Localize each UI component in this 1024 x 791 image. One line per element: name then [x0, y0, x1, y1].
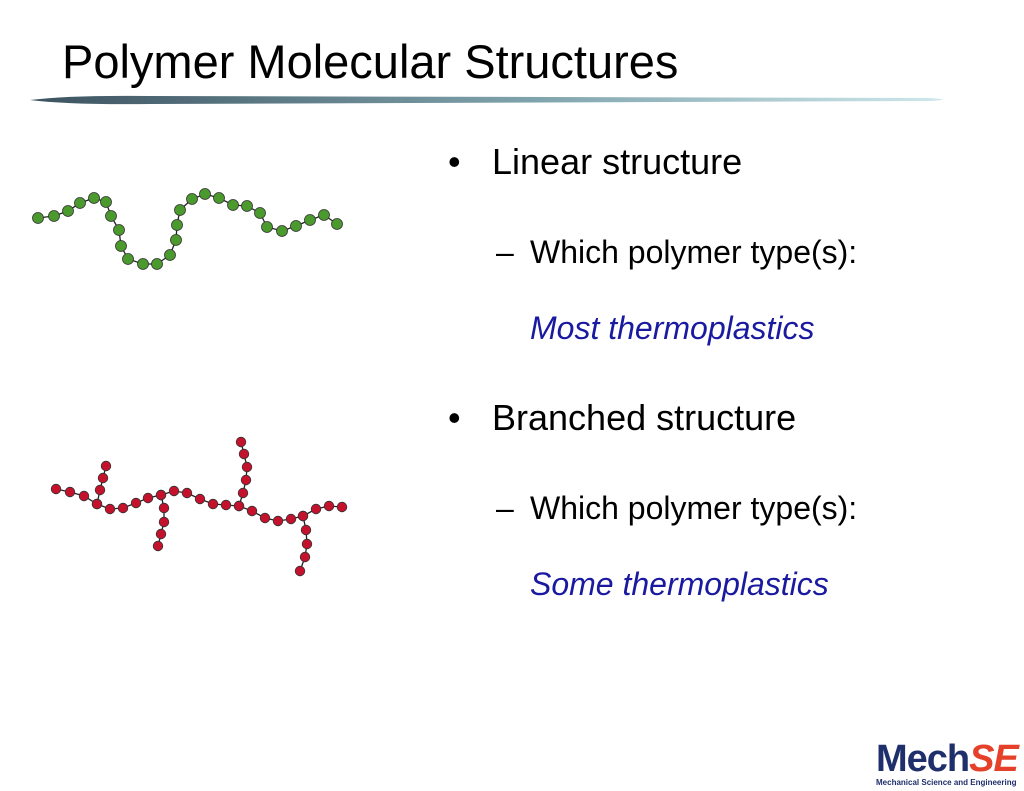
- monomer-bead: [318, 209, 330, 221]
- monomer-bead: [272, 515, 284, 527]
- monomer-bead: [241, 461, 253, 473]
- question-branched: Which polymer type(s):: [530, 490, 858, 526]
- monomer-bead: [186, 193, 198, 205]
- bullet-branched: • Branched structure: [448, 396, 796, 440]
- slide-title: Polymer Molecular Structures: [62, 35, 679, 88]
- monomer-bead: [158, 502, 170, 514]
- monomer-bead: [336, 501, 348, 513]
- monomer-bead: [207, 498, 219, 510]
- monomer-bead: [323, 500, 335, 512]
- monomer-bead: [62, 205, 74, 217]
- monomer-bead: [100, 460, 112, 472]
- monomer-bead: [115, 240, 127, 252]
- monomer-bead: [304, 214, 316, 226]
- subbullet-branched: – Which polymer type(s):: [496, 488, 857, 528]
- sub-dash: –: [496, 490, 514, 526]
- monomer-bead: [285, 513, 297, 525]
- monomer-bead: [152, 540, 164, 552]
- monomer-bead: [233, 500, 245, 512]
- monomer-bead: [297, 510, 309, 522]
- monomer-bead: [91, 498, 103, 510]
- monomer-bead: [64, 486, 76, 498]
- monomer-bead: [259, 512, 271, 524]
- monomer-bead: [88, 192, 100, 204]
- logo-subtitle: Mechanical Science and Engineering: [876, 778, 1017, 787]
- monomer-bead: [238, 448, 250, 460]
- polymer-diagrams: [32, 188, 348, 577]
- branched-polymer-chain: [50, 436, 348, 577]
- monomer-bead: [155, 489, 167, 501]
- monomer-bead: [174, 204, 186, 216]
- monomer-bead: [74, 197, 86, 209]
- bullet-dot: •: [448, 397, 461, 438]
- monomer-bead: [117, 502, 129, 514]
- monomer-bead: [122, 253, 134, 265]
- answer-linear: Most thermoplastics: [530, 310, 815, 346]
- monomer-bead: [254, 207, 266, 219]
- monomer-bead: [294, 565, 306, 577]
- monomer-bead: [261, 221, 273, 233]
- monomer-bead: [246, 505, 258, 517]
- monomer-bead: [94, 484, 106, 496]
- monomer-bead: [151, 258, 163, 270]
- monomer-bead: [290, 220, 302, 232]
- logo-mech-text: Mech: [876, 738, 970, 780]
- monomer-bead: [213, 192, 225, 204]
- monomer-bead: [168, 485, 180, 497]
- subbullet-linear: – Which polymer type(s):: [496, 232, 857, 272]
- answer-branched: Some thermoplastics: [530, 566, 829, 602]
- monomer-bead: [164, 249, 176, 261]
- monomer-bead: [300, 524, 312, 536]
- linear-polymer-chain: [32, 188, 343, 270]
- monomer-bead: [237, 487, 249, 499]
- monomer-bead: [299, 551, 311, 563]
- monomer-bead: [100, 196, 112, 208]
- chain-bond: [37, 193, 338, 265]
- monomer-bead: [194, 493, 206, 505]
- sub-dash: –: [496, 234, 514, 270]
- bullet-heading-branched: Branched structure: [492, 397, 797, 438]
- monomer-bead: [105, 210, 117, 222]
- monomer-bead: [158, 516, 170, 528]
- monomer-bead: [97, 472, 109, 484]
- monomer-bead: [171, 219, 183, 231]
- monomer-bead: [78, 490, 90, 502]
- monomer-bead: [227, 199, 239, 211]
- monomer-bead: [50, 483, 62, 495]
- monomer-bead: [220, 499, 232, 511]
- monomer-bead: [235, 436, 247, 448]
- monomer-bead: [240, 474, 252, 486]
- monomer-bead: [155, 528, 167, 540]
- title-underline: [30, 95, 943, 105]
- monomer-bead: [48, 210, 60, 222]
- monomer-bead: [310, 503, 322, 515]
- chain-bond: [96, 465, 107, 505]
- monomer-bead: [241, 200, 253, 212]
- bullet-dot: •: [448, 141, 461, 182]
- monomer-bead: [113, 224, 125, 236]
- monomer-bead: [104, 503, 116, 515]
- monomer-bead: [301, 538, 313, 550]
- bullet-linear: • Linear structure: [448, 140, 742, 184]
- bullet-heading-linear: Linear structure: [492, 141, 743, 182]
- monomer-bead: [276, 225, 288, 237]
- monomer-bead: [130, 497, 142, 509]
- monomer-bead: [142, 492, 154, 504]
- question-linear: Which polymer type(s):: [530, 234, 858, 270]
- monomer-bead: [137, 258, 149, 270]
- monomer-bead: [199, 188, 211, 200]
- bullet-list: • Linear structure – Which polymer type(…: [440, 0, 1000, 700]
- monomer-bead: [181, 487, 193, 499]
- logo-se-text: SE: [969, 738, 1019, 780]
- monomer-bead: [331, 218, 343, 230]
- monomer-bead: [170, 234, 182, 246]
- monomer-bead: [32, 212, 44, 224]
